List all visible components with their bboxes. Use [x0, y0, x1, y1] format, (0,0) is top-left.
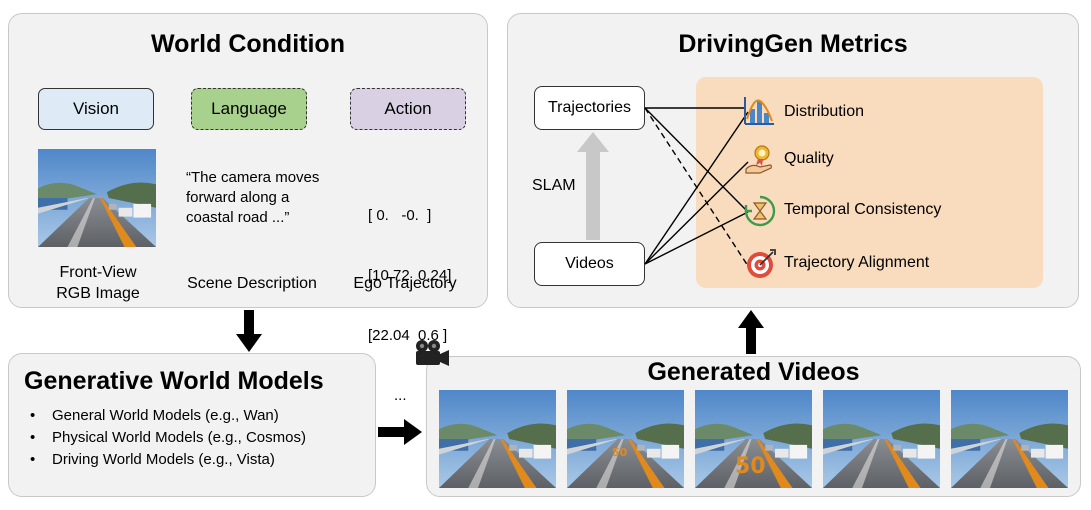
scene-description-quote: “The camera moves forward along a coasta…	[186, 168, 319, 228]
trajectory-row: ...	[394, 387, 407, 404]
temporal-hourglass-icon	[744, 195, 776, 227]
list-item: Physical World Models (e.g., Cosmos)	[26, 427, 306, 449]
videos-box: Videos	[534, 242, 645, 286]
video-connector	[644, 111, 749, 265]
quote-line: forward along a	[186, 189, 290, 206]
road-marking: 50	[735, 454, 766, 479]
list-item: Driving World Models (e.g., Vista)	[26, 449, 306, 471]
quote-line: coastal road ...”	[186, 209, 290, 226]
metric-distribution: Distribution	[784, 103, 865, 120]
movie-camera-icon	[416, 340, 449, 366]
slam-arrow	[577, 132, 609, 240]
vision-caption: Front-View RGB Image	[56, 264, 140, 302]
trajectory-array: [ 0. -0. ] [10.72 0.24] [22.04 0.6 ] ...	[368, 166, 451, 426]
world-condition-title: World Condition	[151, 30, 345, 58]
right-arrow	[378, 419, 422, 445]
metric-temporal-consistency: Temporal Consistency	[784, 201, 942, 218]
distribution-chart-icon	[744, 97, 774, 125]
action-tag: Action	[350, 88, 466, 130]
video-frame: 50	[695, 390, 812, 488]
quality-award-icon	[745, 145, 772, 174]
trajectories-box: Trajectories	[534, 86, 645, 130]
down-arrow	[236, 310, 262, 352]
generated-videos-title: Generated Videos	[647, 358, 860, 386]
up-arrow	[738, 310, 764, 354]
quote-line: “The camera moves	[186, 169, 320, 186]
action-caption: Ego Trajectory	[353, 275, 457, 292]
trajectory-row: [22.04 0.6 ]	[368, 327, 448, 344]
trajectory-row: [10.72 0.24]	[368, 267, 452, 284]
road-marking: 50	[612, 446, 628, 459]
slam-label: SLAM	[532, 177, 576, 194]
trajectory-row: [ 0. -0. ]	[368, 207, 432, 224]
target-icon	[747, 249, 776, 278]
metric-quality: Quality	[784, 150, 834, 167]
generative-models-title: Generative World Models	[24, 367, 324, 395]
language-caption: Scene Description	[187, 275, 317, 292]
metric-trajectory-alignment: Trajectory Alignment	[784, 254, 930, 271]
vision-tag: Vision	[38, 88, 154, 130]
video-frame: 50	[567, 390, 684, 488]
model-list: General World Models (e.g., Wan) Physica…	[26, 405, 306, 471]
metrics-title: DrivingGen Metrics	[678, 30, 908, 58]
language-tag: Language	[191, 88, 307, 130]
list-item: General World Models (e.g., Wan)	[26, 405, 306, 427]
